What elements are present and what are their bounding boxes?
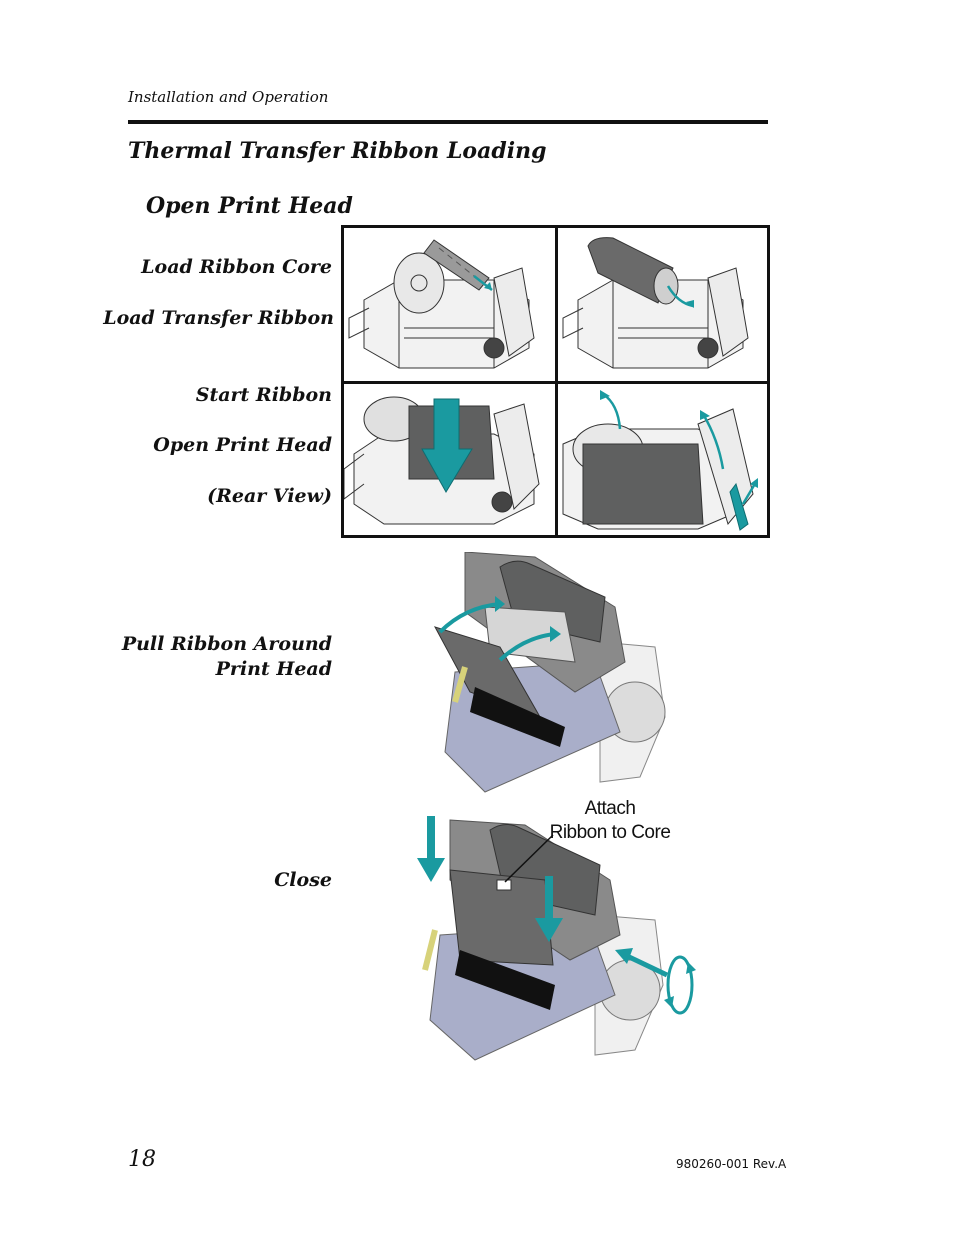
running-header: Installation and Operation [128,88,329,106]
illustration-open-head-rear [558,384,770,535]
callout-attach-ribbon: Attach Ribbon to Core [530,797,690,845]
revision-label: 980260-001 Rev.A [676,1157,787,1171]
step-rear-view: (Rear View) [207,485,332,507]
step-start-ribbon: Start Ribbon [195,384,332,406]
illustration-load-ribbon [558,228,770,381]
step-close: Close [274,869,332,891]
illustration-load-core [344,228,555,381]
callout-line1: Attach [584,798,636,819]
step-load-ribbon-core: Load Ribbon Core [141,256,332,278]
page-number: 18 [128,1147,156,1172]
step-pull-ribbon-line1: Pull Ribbon Around [121,633,332,655]
step-load-transfer-ribbon: Load Transfer Ribbon [103,307,334,329]
step-pull-ribbon-line2: Print Head [215,658,332,680]
illustration-close [405,810,705,1065]
callout-line2: Ribbon to Core [549,822,671,843]
header-rule [128,120,768,124]
illustration-pull-ribbon [425,551,685,797]
ribbon-loading-grid [341,225,770,538]
grid-divider-horizontal [344,381,767,384]
step-open-print-head: Open Print Head [153,434,332,456]
section-subtitle: Open Print Head [146,193,353,219]
page-title: Thermal Transfer Ribbon Loading [128,138,547,164]
illustration-start-ribbon [344,384,555,535]
